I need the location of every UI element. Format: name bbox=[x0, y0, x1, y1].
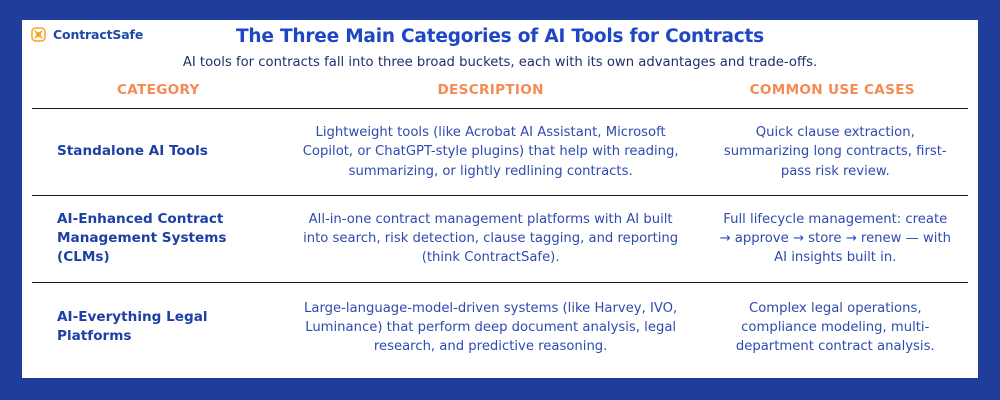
table-header-row: CATEGORY DESCRIPTION COMMON USE CASES bbox=[32, 82, 968, 108]
column-header-description: DESCRIPTION bbox=[437, 82, 544, 99]
cell-use-cases: Complex legal operations, compliance mod… bbox=[735, 300, 935, 354]
contractsafe-infinity-icon bbox=[30, 26, 47, 43]
table-divider bbox=[32, 281, 968, 283]
cell-description: All-in-one contract management platforms… bbox=[303, 211, 679, 266]
column-header-category: CATEGORY bbox=[117, 82, 200, 99]
column-header-use-cases: COMMON USE CASES bbox=[749, 82, 915, 99]
cell-use-cases: Full lifecycle management: create → appr… bbox=[719, 211, 951, 266]
infographic-card: ContractSafe The Three Main Categories o… bbox=[22, 20, 978, 378]
table-row: Standalone AI Tools Lightweight tools (l… bbox=[32, 109, 968, 194]
table-row: AI-Everything Legal Platforms Large-lang… bbox=[32, 283, 968, 366]
table-divider bbox=[32, 108, 968, 110]
page-subtitle: AI tools for contracts fall into three b… bbox=[182, 55, 818, 71]
page-title: The Three Main Categories of AI Tools fo… bbox=[235, 26, 764, 47]
cell-category: AI-Everything Legal Platforms bbox=[57, 309, 208, 345]
table-divider bbox=[32, 194, 968, 196]
cell-description: Large-language-model-driven systems (lik… bbox=[304, 300, 678, 354]
cell-description: Lightweight tools (like Acrobat AI Assis… bbox=[302, 125, 679, 179]
table-row: AI-Enhanced Contract Management Systems … bbox=[32, 196, 968, 282]
brand-logo: ContractSafe bbox=[30, 26, 143, 43]
cell-category: Standalone AI Tools bbox=[57, 143, 208, 160]
cell-category: AI-Enhanced Contract Management Systems … bbox=[57, 210, 227, 266]
cell-use-cases: Quick clause extraction, summarizing lon… bbox=[723, 125, 947, 179]
brand-name: ContractSafe bbox=[53, 27, 144, 42]
categories-table: CATEGORY DESCRIPTION COMMON USE CASES St… bbox=[32, 82, 968, 366]
